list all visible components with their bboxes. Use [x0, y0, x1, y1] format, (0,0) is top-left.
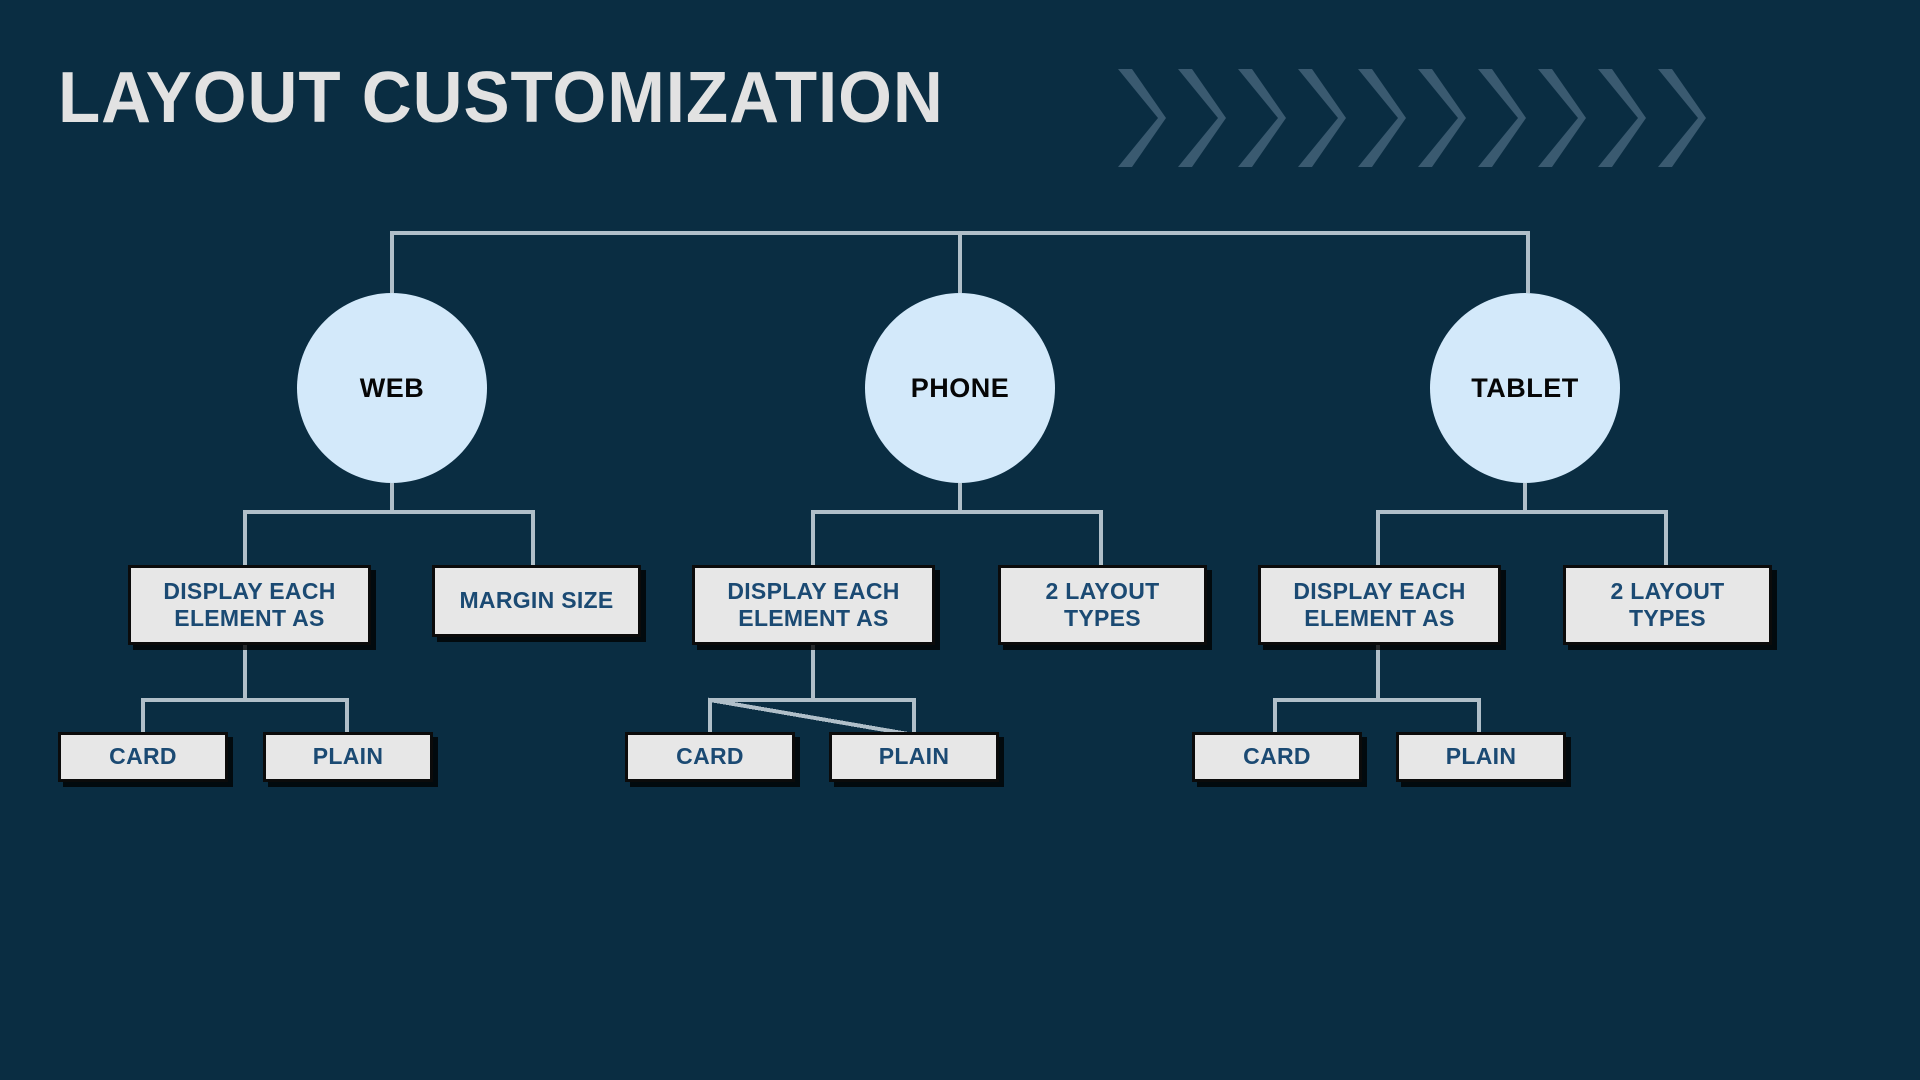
box-tablet-card[interactable]: CARD [1192, 732, 1362, 782]
chevron-right-icon [1658, 69, 1706, 167]
chevron-right-icon [1598, 69, 1646, 167]
box-web-plain[interactable]: PLAIN [263, 732, 433, 782]
node-circle-tablet[interactable]: TABLET [1430, 293, 1620, 483]
box-label: CARD [1243, 743, 1311, 770]
box-label: MARGIN SIZE [459, 587, 614, 614]
node-circle-phone[interactable]: PHONE [865, 293, 1055, 483]
box-label: CARD [676, 743, 744, 770]
chevron-right-icon [1298, 69, 1346, 167]
box-web-card[interactable]: CARD [58, 732, 228, 782]
box-label: CARD [109, 743, 177, 770]
chevron-right-icon [1478, 69, 1526, 167]
chevron-right-icon [1418, 69, 1466, 167]
node-circle-web-label: WEB [359, 372, 425, 403]
box-tablet-plain[interactable]: PLAIN [1396, 732, 1566, 782]
box-label: PLAIN [312, 743, 384, 770]
node-circle-phone-label: PHONE [910, 372, 1010, 403]
box-label: PLAIN [878, 743, 950, 770]
chevron-right-icon [1358, 69, 1406, 167]
chevron-right-icon [1238, 69, 1286, 167]
box-web-margin-size[interactable]: MARGIN SIZE [432, 565, 641, 637]
page-title: LAYOUT CUSTOMIZATION [58, 58, 944, 138]
chevron-right-icon [1178, 69, 1226, 167]
node-circle-tablet-label: TABLET [1471, 372, 1579, 403]
chevron-right-icon [1118, 69, 1166, 167]
chevron-ornament-group [1110, 58, 1730, 178]
node-circle-web[interactable]: WEB [297, 293, 487, 483]
box-phone-plain[interactable]: PLAIN [829, 732, 999, 782]
box-phone-card[interactable]: CARD [625, 732, 795, 782]
box-label: PLAIN [1445, 743, 1517, 770]
chevron-right-icon [1538, 69, 1586, 167]
